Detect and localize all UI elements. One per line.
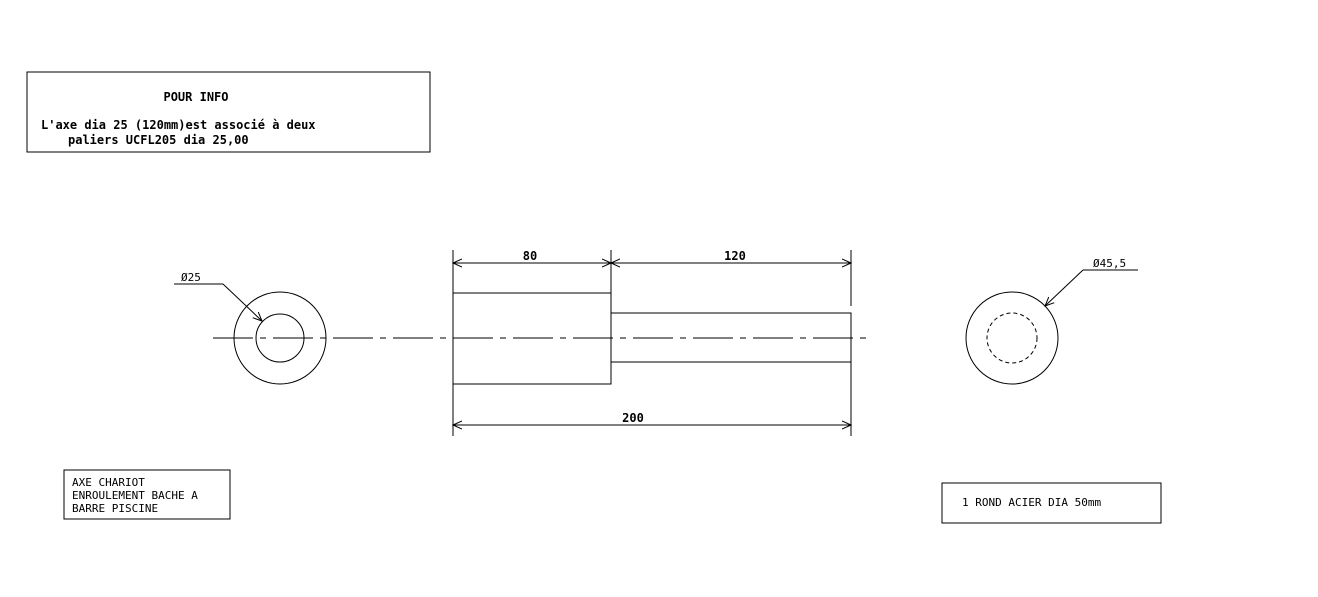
left-outer-circle: [233, 291, 327, 385]
material-label-box: 1 ROND ACIER DIA 50mm: [941, 482, 1162, 524]
left-inner-circle: [255, 313, 305, 363]
right-outer-circle: [965, 291, 1059, 385]
small-section: [610, 312, 852, 363]
large-diameter-label: Ø45,5: [1093, 257, 1126, 270]
small-diameter-label: Ø25: [181, 271, 201, 284]
shaft-side-view: 80 120 200: [453, 249, 851, 436]
part-label-line-3: BARRE PISCINE: [72, 502, 158, 515]
part-label-line-2: ENROULEMENT BACHE A: [72, 489, 198, 502]
info-box-title: POUR INFO: [163, 90, 228, 104]
material-label-frame: [941, 482, 1162, 524]
info-box: POUR INFO L'axe dia 25 (120mm)est associ…: [26, 71, 431, 153]
dimension-label-80: 80: [523, 249, 537, 263]
right-end-view: Ø45,5: [965, 257, 1138, 385]
right-hidden-circle: [986, 312, 1038, 364]
info-box-line-1: L'axe dia 25 (120mm)est associé à deux: [41, 118, 316, 132]
part-label-box: AXE CHARIOT ENROULEMENT BACHE A BARRE PI…: [63, 469, 231, 520]
info-box-frame: [26, 71, 431, 153]
part-label-frame: [63, 469, 231, 520]
material-label: 1 ROND ACIER DIA 50mm: [962, 496, 1101, 509]
left-leader-arrow: [222, 283, 262, 321]
dimension-label-120: 120: [724, 249, 746, 263]
right-leader-arrow: [1045, 269, 1084, 306]
part-label-line-1: AXE CHARIOT: [72, 476, 145, 489]
left-end-view: Ø25: [174, 271, 327, 385]
dimension-label-200: 200: [622, 411, 644, 425]
info-box-line-2: paliers UCFL205 dia 25,00: [68, 133, 249, 147]
